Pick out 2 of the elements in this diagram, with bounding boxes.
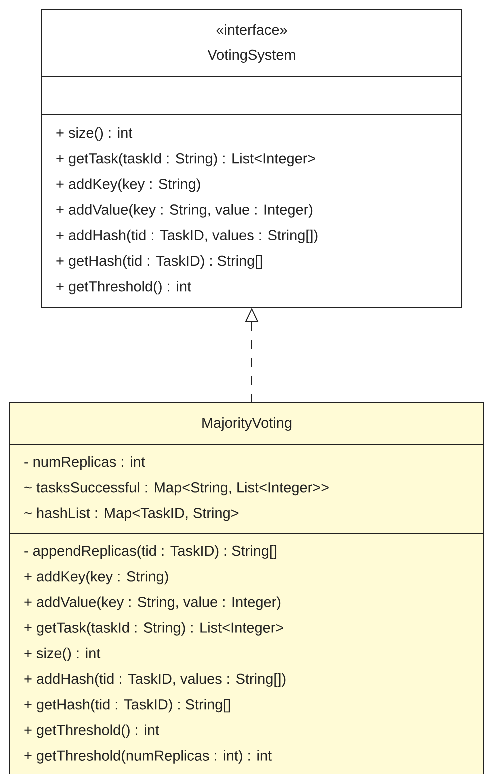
class-box: «interface» VotingSystem + size() : int + getTask(taskId : String) : List<Integer> + addKey(key : String) + addValue(key : String, value : Integer) + addHash(tid : TaskID, values : String[]) + getHash(tid : TaskID) : String[] + getThreshold() : int bbox=[42, 10, 462, 308]
class-box: MajorityVoting - numReplicas : int ~ tasksSuccessful : Map<String, List<Integer>> ~ hashList : Map<TaskID, String> - appendReplicas(tid : TaskID) : String[] + addKey(key : String) + addValue(key : String, value : Integer) + getTask(taskId : String) : List<Integer> + size() : int + addHash(tid : TaskID, values : String[]) + getHash(tid : TaskID) : String[] + getThreshold() : int + getThreshold(numReplicas : int) : int bbox=[10, 402, 484, 774]
